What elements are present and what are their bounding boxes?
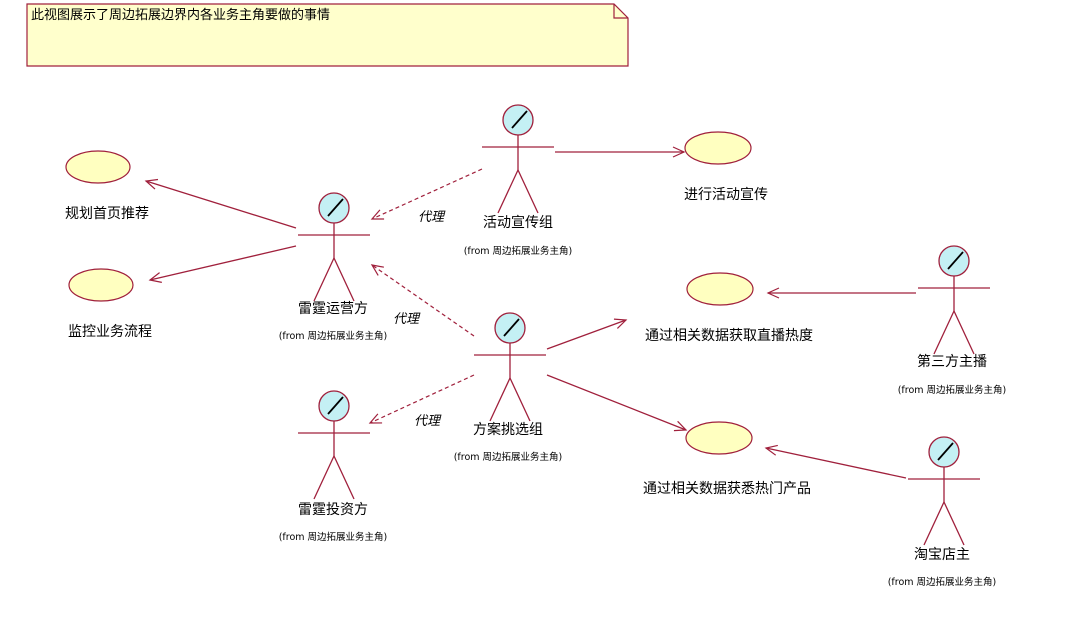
rel-promo-operator[interactable] — [370, 168, 483, 220]
use-case-label: 通过相关数据获悉热门产品 — [643, 481, 811, 497]
actor-package-label: (from 周边拓展业务主角) — [454, 451, 563, 463]
actor-figure-icon[interactable] — [473, 312, 547, 422]
actor-third-party-streamer[interactable]: 第三方主播 (from 周边拓展业务主角) — [898, 245, 1007, 396]
actor-package-label: (from 周边拓展业务主角) — [888, 576, 997, 588]
rel-selection-stream[interactable] — [546, 318, 628, 350]
actor-name: 方案挑选组 — [473, 421, 543, 438]
actor-name: 雷霆运营方 — [298, 301, 368, 317]
actor-plan-selection-group[interactable]: 方案挑选组 (from 周边拓展业务主角) — [454, 312, 563, 463]
actor-package-label: (from 周边拓展业务主角) — [898, 384, 1007, 396]
stereotype-label: 代理 — [414, 414, 442, 429]
actor-promo-group[interactable]: 活动宣传组 (from 周边拓展业务主角) — [464, 104, 573, 257]
stereotype-label: 代理 — [418, 210, 446, 225]
note-folded-corner — [613, 4, 628, 19]
actor-package-label: (from 周边拓展业务主角) — [279, 531, 388, 543]
use-case-label: 规划首页推荐 — [65, 206, 149, 222]
use-case-stream-popularity[interactable]: 通过相关数据获取直播热度 — [645, 272, 813, 344]
actor-figure-icon[interactable] — [297, 192, 371, 302]
actor-package-label: (from 周边拓展业务主角) — [464, 245, 573, 257]
use-case-ellipse[interactable] — [685, 421, 753, 455]
actor-name: 淘宝店主 — [914, 547, 970, 563]
actor-leiting-investor[interactable]: 雷霆投资方 (from 周边拓展业务主角) — [279, 390, 388, 543]
actor-name: 第三方主播 — [917, 353, 987, 370]
rel-selection-investor[interactable] — [368, 374, 475, 424]
use-case-homepage-recommendation[interactable]: 规划首页推荐 — [65, 150, 149, 222]
rel-selection-operator[interactable] — [370, 264, 475, 337]
use-case-hot-products[interactable]: 通过相关数据获悉热门产品 — [643, 421, 811, 497]
use-case-label: 监控业务流程 — [68, 324, 152, 340]
use-case-ellipse[interactable] — [686, 272, 754, 306]
use-case-label: 进行活动宣传 — [684, 187, 768, 203]
actor-figure-icon[interactable] — [917, 245, 991, 355]
rel-shopowner-products[interactable] — [764, 444, 907, 479]
use-case-monitor-business-flow[interactable]: 监控业务流程 — [68, 268, 152, 340]
rel-operator-monitor[interactable] — [148, 245, 297, 283]
rel-selection-products[interactable] — [546, 374, 688, 432]
actor-figure-icon[interactable] — [481, 104, 555, 214]
note-text: 此视图展示了周边拓展边界内各业务主角要做的事情 — [31, 7, 330, 23]
rel-operator-homepage[interactable] — [144, 178, 297, 229]
diagram-note: 此视图展示了周边拓展边界内各业务主角要做的事情 — [26, 3, 629, 67]
actor-figure-icon[interactable] — [907, 436, 981, 546]
use-case-label: 通过相关数据获取直播热度 — [645, 327, 813, 344]
actor-package-label: (from 周边拓展业务主角) — [279, 330, 388, 342]
note-shape — [26, 3, 629, 67]
use-case-ellipse[interactable] — [684, 131, 752, 165]
use-case-ellipse[interactable] — [65, 150, 131, 184]
stereotype-label: 代理 — [393, 312, 421, 327]
use-case-ellipse[interactable] — [68, 268, 134, 302]
actor-taobao-shop-owner[interactable]: 淘宝店主 (from 周边拓展业务主角) — [888, 436, 997, 588]
relations: 代理 代理 代理 — [144, 146, 916, 479]
actor-leiting-operator[interactable]: 雷霆运营方 (from 周边拓展业务主角) — [279, 192, 388, 342]
actor-name: 活动宣传组 — [483, 215, 553, 231]
use-case-campaign-promotion[interactable]: 进行活动宣传 — [684, 131, 768, 203]
actor-name: 雷霆投资方 — [298, 502, 368, 518]
actor-figure-icon[interactable] — [297, 390, 371, 500]
